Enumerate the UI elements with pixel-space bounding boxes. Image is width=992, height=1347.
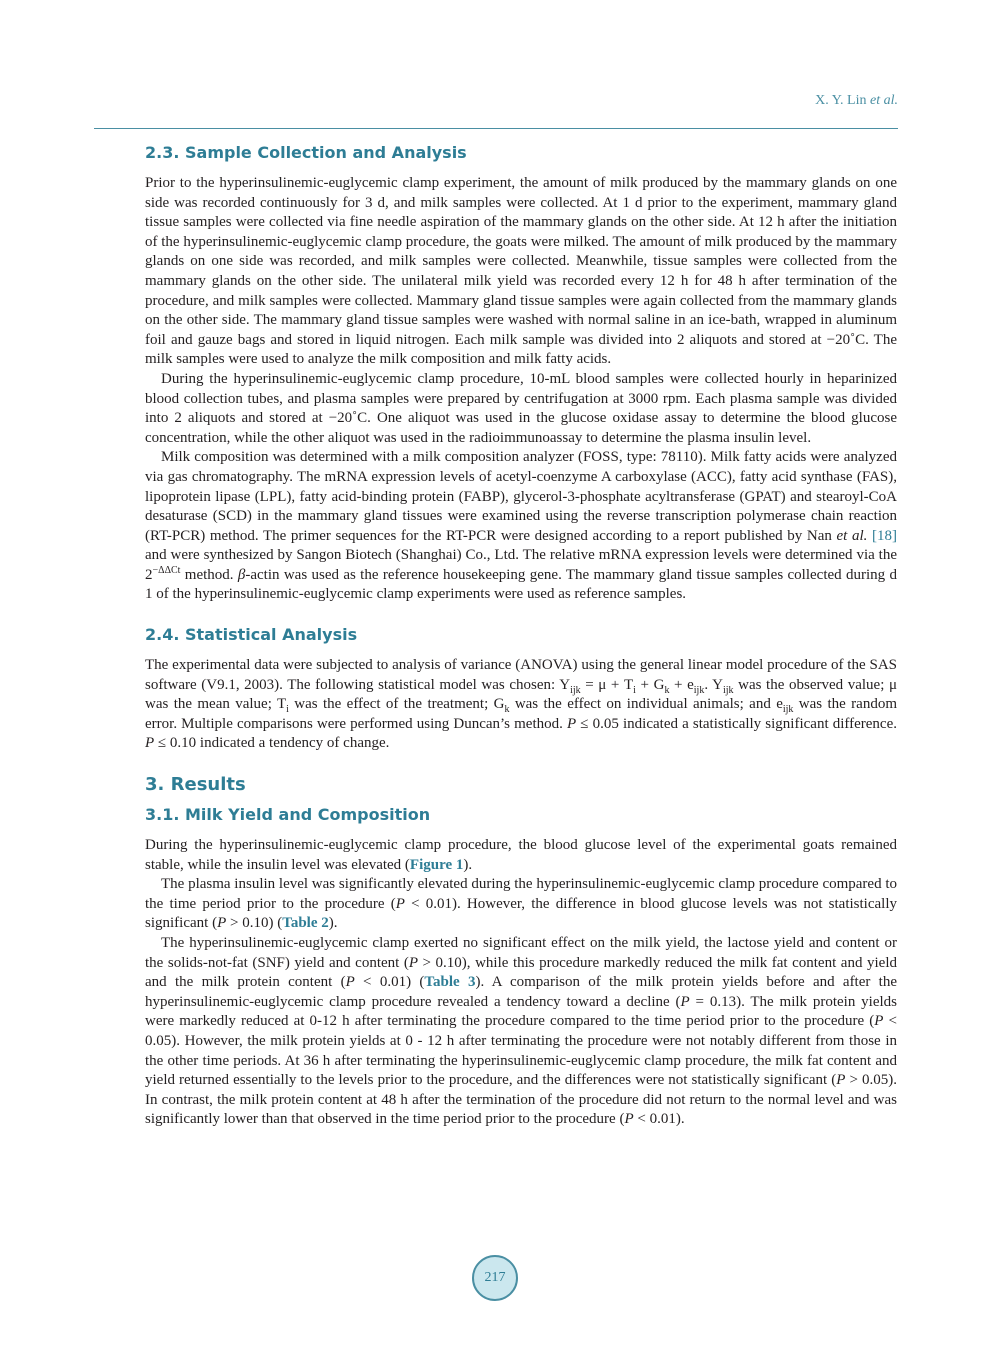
section-heading-2-4: 2.4. Statistical Analysis: [145, 625, 358, 645]
running-head: X. Y. Lin et al.: [815, 93, 898, 109]
paragraph: Milk composition was determined with a m…: [145, 449, 898, 603]
et-al: et al.: [870, 93, 898, 108]
paragraph: The plasma insulin level was significant…: [145, 876, 898, 932]
reference-link[interactable]: [18]: [872, 527, 898, 544]
paragraph: During the hyperinsulinemic-euglycemic c…: [145, 370, 897, 446]
page-number: 217: [472, 1255, 518, 1301]
header-rule: [94, 128, 898, 129]
article-body: 2.3. Sample Collection and Analysis Prio…: [145, 141, 897, 1130]
paragraph: Prior to the hyperinsulinemic-euglycemic…: [145, 175, 897, 368]
section-heading-2-3: 2.3. Sample Collection and Analysis: [145, 143, 467, 162]
paragraph: During the hyperinsulinemic-euglycemic c…: [145, 837, 897, 873]
section-heading-3-1: 3.1. Milk Yield and Composition: [145, 805, 431, 825]
paragraph: The hyperinsulinemic-euglycemic clamp ex…: [145, 935, 898, 1128]
paragraph: The experimental data were subjected to …: [145, 657, 898, 752]
table-link[interactable]: Table 2: [282, 915, 329, 932]
table-link[interactable]: Table 3: [424, 974, 476, 991]
figure-link[interactable]: Figure 1: [409, 856, 464, 873]
section-heading-3: 3. Results: [145, 774, 246, 796]
author-name: X. Y. Lin: [815, 93, 867, 108]
